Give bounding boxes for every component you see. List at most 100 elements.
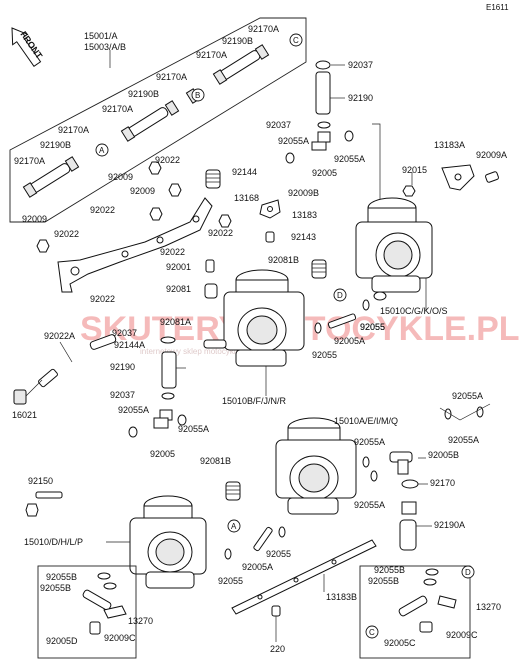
hose-segment	[22, 156, 80, 198]
part-label: 92022	[90, 294, 115, 304]
hose-segment	[212, 44, 270, 85]
callout-c: C	[289, 33, 303, 47]
watermark-subtext: internetowy sklep motocyklowy	[140, 347, 250, 356]
part-label: 92143	[291, 232, 316, 242]
vent-tube-assembly	[285, 60, 354, 164]
part-label: 92055	[218, 576, 243, 586]
part-label: 92037	[112, 328, 137, 338]
part-label: 92190	[110, 362, 135, 372]
part-label: 92015	[402, 165, 427, 175]
bracket	[402, 164, 499, 197]
part-label: 13183B	[326, 592, 357, 602]
spring	[204, 283, 218, 299]
callout-b: B	[191, 88, 205, 102]
screw	[271, 605, 281, 617]
part-label: 92037	[348, 60, 373, 70]
fuel-fitting-kit-left	[37, 565, 137, 659]
svg-text:C: C	[293, 36, 299, 45]
part-label: 92055A	[278, 136, 309, 146]
part-label: 15003/A/B	[84, 42, 126, 52]
o-ring	[314, 322, 322, 334]
vent-tube-assembly	[128, 336, 187, 438]
svg-text:A: A	[99, 146, 105, 155]
part-label: 92081A	[160, 317, 191, 327]
part-label: 92055B	[368, 576, 399, 586]
svg-text:D: D	[465, 568, 471, 577]
part-label: 92190B	[128, 89, 159, 99]
part-label: 92190B	[40, 140, 71, 150]
part-label: 92055	[360, 322, 385, 332]
part-label: 92009C	[446, 630, 478, 640]
o-ring	[278, 526, 286, 538]
vent-tube-assembly	[389, 451, 419, 551]
svg-text:C: C	[369, 628, 375, 637]
part-label: 92150	[28, 476, 53, 486]
part-label: 92055A	[354, 437, 385, 447]
part-label: 92170A	[14, 156, 45, 166]
part-label: 15010B/F/J/N/R	[222, 396, 287, 406]
spring	[311, 259, 327, 279]
front-arrow-icon	[11, 27, 42, 68]
part-label: 92170A	[58, 125, 89, 135]
part-label: 92005D	[46, 636, 78, 646]
part-label: 92055A	[354, 500, 385, 510]
part-label: 92055A	[178, 424, 209, 434]
part-label: 15010A/E/I/M/Q	[334, 416, 398, 426]
throttle-stop-screw	[89, 334, 227, 350]
part-label: 92055A	[452, 391, 483, 401]
part-label: 92037	[266, 120, 291, 130]
part-label: 92055B	[374, 565, 405, 575]
part-label: 92190A	[434, 520, 465, 530]
part-label: 92170	[430, 478, 455, 488]
part-label: 92170A	[248, 24, 279, 34]
part-label: 92170A	[156, 72, 187, 82]
part-label: 13270	[476, 602, 501, 612]
diagram-code: E1611	[486, 3, 509, 12]
part-label: 92009B	[288, 188, 319, 198]
part-label: 92022	[160, 247, 185, 257]
o-ring	[370, 470, 378, 482]
part-label: 92001	[166, 262, 191, 272]
part-label: 92022	[54, 229, 79, 239]
part-label: 92081B	[268, 255, 299, 265]
callout-d: D	[461, 565, 475, 579]
part-label: 16021	[12, 410, 37, 420]
part-label: 92005	[312, 168, 337, 178]
part-label: 92022	[208, 228, 233, 238]
screw	[25, 491, 63, 517]
callout-c: C	[365, 625, 379, 639]
part-label: 92005A	[334, 336, 365, 346]
callout-a: A	[227, 519, 241, 533]
screw	[205, 259, 215, 273]
part-label: 92009C	[104, 633, 136, 643]
svg-text:A: A	[231, 522, 237, 531]
callout-a: A	[95, 143, 109, 157]
part-label: 92009	[22, 214, 47, 224]
part-label: 13183	[292, 210, 317, 220]
part-label: 92055B	[46, 572, 77, 582]
part-label: 92081B	[200, 456, 231, 466]
part-label: 92081	[166, 284, 191, 294]
part-label: 15010C/G/K/O/S	[380, 306, 448, 316]
o-ring	[362, 299, 370, 311]
carburetor-body	[275, 417, 357, 515]
part-label: 92190B	[222, 36, 253, 46]
part-label: 92005B	[428, 450, 459, 460]
part-label: 92005	[150, 449, 175, 459]
part-label: 92055A	[334, 154, 365, 164]
part-label: 92144	[232, 167, 257, 177]
sensor-connector	[13, 368, 58, 405]
part-label: 92005A	[242, 562, 273, 572]
part-label: 92022	[90, 205, 115, 215]
part-label: 92009	[108, 172, 133, 182]
part-label: 92055A	[118, 405, 149, 415]
hose-segment	[120, 100, 180, 142]
part-label: 92055A	[448, 435, 479, 445]
part-label: 92055B	[40, 583, 71, 593]
spring	[225, 481, 241, 501]
jet-needle	[327, 313, 357, 329]
pin	[265, 231, 275, 243]
bracket	[259, 199, 281, 219]
part-label: 15001/A	[84, 31, 118, 41]
